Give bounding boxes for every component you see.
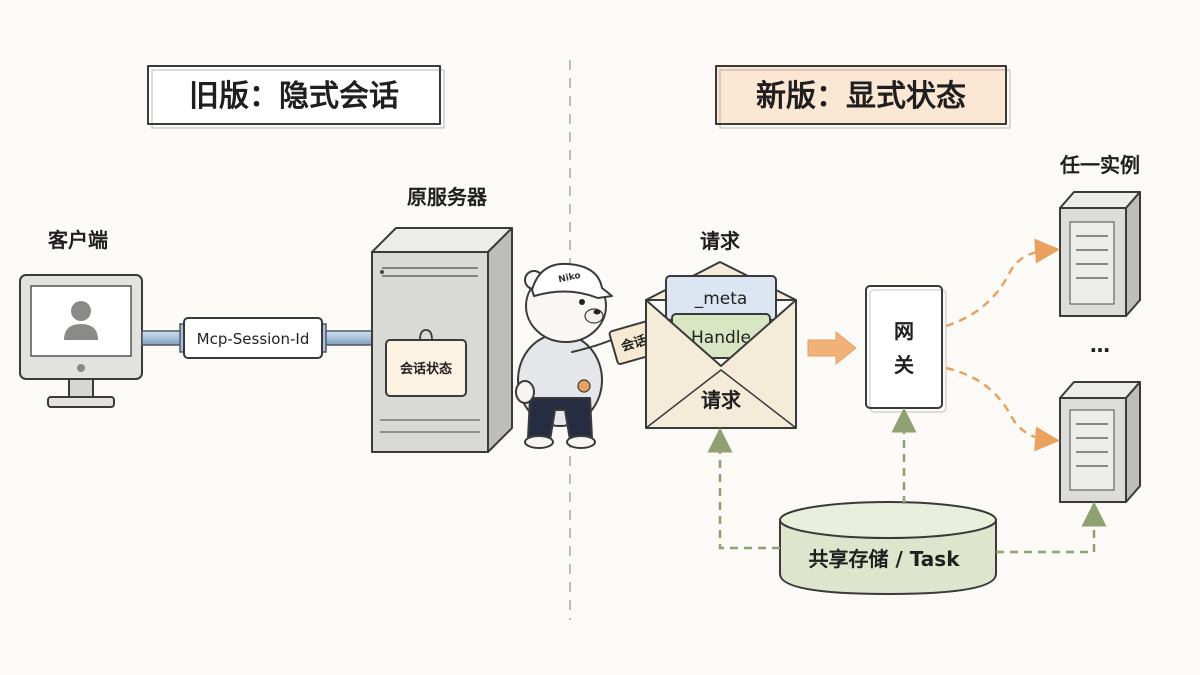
session-state-panel: 会话状态 [385,329,467,397]
client-monitor: 客户端 [19,228,143,408]
new-title: 新版：显式状态 [756,79,966,114]
origin-server: 原服务器 会话状态 [371,185,513,453]
user-icon [64,301,98,340]
meta-text: _meta [694,289,748,309]
gateway-char-1: 网 [894,319,914,343]
old-title-box: 旧版：隐式会话 [147,65,445,129]
storage-to-instance-arrow [996,501,1107,554]
new-title-box: 新版：显式状态 [715,65,1011,129]
cap-text: Niko [558,271,582,285]
session-id-label: Mcp-Session-Id [197,330,310,348]
shared-storage: 共享存储 / Task [779,501,997,595]
instance-ellipsis: … [1090,333,1110,357]
badge-icon [577,379,591,393]
gateway-to-instance-top-arrow [945,238,1060,328]
bear-mascot: Niko [515,262,617,449]
gateway-to-instance-bottom-arrow [945,366,1060,452]
request-envelope: 请求 _meta Handle 请求 [645,229,797,429]
instance-server-bottom [1059,381,1141,503]
old-title: 旧版：隐式会话 [189,79,399,114]
session-state-text: 会话状态 [400,361,452,377]
envelope-to-gateway-arrow [807,330,857,366]
instance-server-top [1059,191,1141,317]
request-label: 请求 [700,229,741,253]
any-instance-label: 任一实例 [1059,153,1140,177]
envelope-request-text: 请求 [701,388,742,412]
shared-storage-text: 共享存储 / Task [809,547,961,571]
gateway-char-2: 关 [894,353,914,377]
origin-server-label: 原服务器 [407,185,488,209]
client-label: 客户端 [47,228,108,252]
session-pipe: Mcp-Session-Id [141,317,375,359]
gateway-box: 网 关 [865,285,947,413]
handle-text: Handle [691,328,751,348]
storage-to-envelope-arrow [707,427,780,550]
